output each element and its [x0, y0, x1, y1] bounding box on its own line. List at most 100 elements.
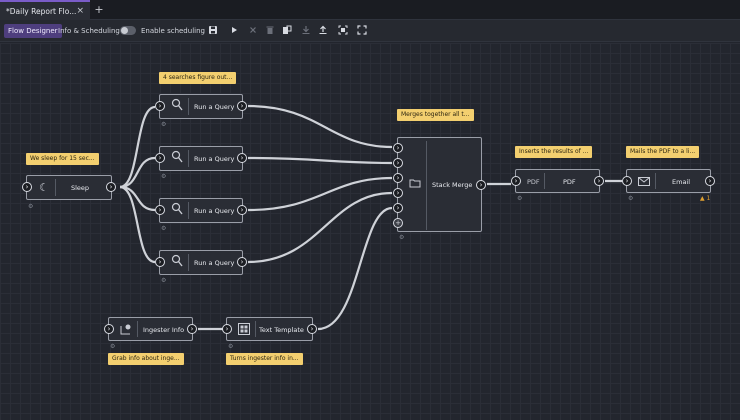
input-port[interactable]: › [511, 176, 521, 186]
input-port[interactable]: › [622, 176, 632, 186]
separator [137, 321, 138, 337]
output-port[interactable]: › [237, 101, 247, 111]
gear-icon[interactable]: ⚙ [28, 203, 34, 210]
cancel-icon[interactable] [247, 25, 259, 37]
node-label: Run a Query [194, 207, 235, 215]
template-icon [237, 323, 251, 338]
save-icon[interactable] [207, 25, 219, 37]
warning-count: 1 [706, 195, 711, 202]
output-port[interactable]: › [705, 176, 715, 186]
gear-icon[interactable]: ⚙ [110, 343, 116, 350]
node-label: Ingester Info [143, 326, 185, 334]
output-port[interactable]: › [187, 324, 197, 334]
note-sleep[interactable]: We sleep for 15 sec... [26, 153, 99, 165]
moon-icon: ☾ [39, 181, 49, 194]
note-pdf[interactable]: Inserts the results of ... [515, 146, 593, 158]
separator [188, 254, 189, 271]
trash-icon[interactable] [264, 25, 276, 37]
info-scheduling-button[interactable]: Info & Scheduling [58, 27, 120, 35]
toolbar: Flow Designer Info & Scheduling Enable s… [0, 20, 740, 42]
tab-daily-report-flow[interactable]: *Daily Report Flo... × [0, 0, 90, 20]
close-icon[interactable]: × [76, 6, 84, 16]
add-input-port-icon[interactable]: + [393, 218, 403, 228]
separator [188, 98, 189, 115]
gear-icon[interactable]: ⚙ [628, 195, 634, 202]
node-pdf[interactable]: › PDF PDF › [511, 169, 604, 193]
gear-icon[interactable]: ⚙ [517, 195, 523, 202]
separator [55, 179, 56, 196]
separator [255, 321, 256, 337]
note-merge[interactable]: Merges together all t... [397, 109, 474, 121]
magnifier-icon [170, 202, 184, 219]
warning-badge[interactable]: ▲ 1 [700, 195, 710, 202]
node-label: Run a Query [194, 259, 235, 267]
input-port-1[interactable]: › [393, 143, 403, 153]
output-port[interactable]: › [476, 180, 486, 190]
input-port[interactable]: › [155, 153, 165, 163]
output-port[interactable]: › [106, 182, 116, 192]
separator [426, 141, 427, 230]
input-port-2[interactable]: › [393, 158, 403, 168]
pdf-icon: PDF [527, 178, 540, 186]
node-label: Run a Query [194, 155, 235, 163]
input-port[interactable]: › [155, 257, 165, 267]
node-email[interactable]: › Email › [622, 169, 715, 193]
magnifier-icon [170, 98, 184, 115]
play-icon[interactable] [228, 25, 240, 37]
input-port[interactable]: › [155, 205, 165, 215]
input-port-5[interactable]: › [393, 203, 403, 213]
input-port-4[interactable]: › [393, 188, 403, 198]
output-port[interactable]: › [237, 205, 247, 215]
envelope-icon [637, 176, 651, 189]
output-port[interactable]: › [307, 324, 317, 334]
node-text-template[interactable]: › Text Template › [222, 317, 317, 341]
gear-icon[interactable]: ⚙ [161, 225, 167, 232]
download-icon[interactable] [300, 25, 312, 37]
node-label: Stack Merge [432, 181, 473, 189]
node-label: Run a Query [194, 103, 235, 111]
upload-icon[interactable] [317, 25, 329, 37]
gear-icon[interactable]: ⚙ [161, 173, 167, 180]
folder-icon [408, 178, 422, 191]
gear-icon[interactable]: ⚙ [161, 277, 167, 284]
magnifier-icon [170, 254, 184, 271]
node-label: Text Template [259, 326, 304, 334]
fit-view-icon[interactable] [337, 25, 349, 37]
fullscreen-icon[interactable] [356, 25, 368, 37]
input-port-3[interactable]: › [393, 173, 403, 183]
node-run-query-1[interactable]: › Run a Query › [155, 94, 247, 119]
note-email[interactable]: Mails the PDF to a li... [626, 146, 700, 158]
node-run-query-3[interactable]: › Run a Query › [155, 198, 247, 223]
gear-icon[interactable]: ⚙ [161, 121, 167, 128]
node-label: PDF [563, 178, 576, 186]
node-run-query-4[interactable]: › Run a Query › [155, 250, 247, 275]
magnifier-icon [170, 150, 184, 167]
output-port[interactable]: › [594, 176, 604, 186]
node-sleep[interactable]: › ☾ Sleep › [22, 175, 116, 200]
input-port[interactable]: › [155, 101, 165, 111]
node-stack-merge[interactable]: › › › › › + Stack Merge › [393, 137, 486, 232]
warning-icon: ▲ [700, 195, 705, 202]
add-tab-icon[interactable]: + [94, 3, 104, 16]
input-port[interactable]: › [22, 182, 32, 192]
scheduling-label: Enable scheduling [141, 27, 205, 35]
duplicate-icon[interactable] [281, 25, 293, 37]
node-run-query-2[interactable]: › Run a Query › [155, 146, 247, 171]
input-port[interactable]: › [104, 324, 114, 334]
note-ingester[interactable]: Grab info about inge... [108, 353, 184, 365]
input-port[interactable]: › [222, 324, 232, 334]
tab-title: *Daily Report Flo... [6, 6, 77, 16]
gear-icon[interactable]: ⚙ [399, 234, 405, 241]
scheduling-toggle[interactable] [120, 26, 136, 35]
separator [188, 202, 189, 219]
separator [655, 173, 656, 189]
gear-icon[interactable]: ⚙ [228, 343, 234, 350]
note-queries[interactable]: 4 searches figure out... [159, 72, 237, 84]
flow-designer-button[interactable]: Flow Designer [4, 24, 62, 38]
node-ingester-info[interactable]: › Ingester Info › [104, 317, 197, 341]
output-port[interactable]: › [237, 257, 247, 267]
output-port[interactable]: › [237, 153, 247, 163]
separator [544, 173, 545, 189]
note-template[interactable]: Turns ingester info in... [226, 353, 303, 365]
tab-bar: *Daily Report Flo... × + [0, 0, 740, 20]
